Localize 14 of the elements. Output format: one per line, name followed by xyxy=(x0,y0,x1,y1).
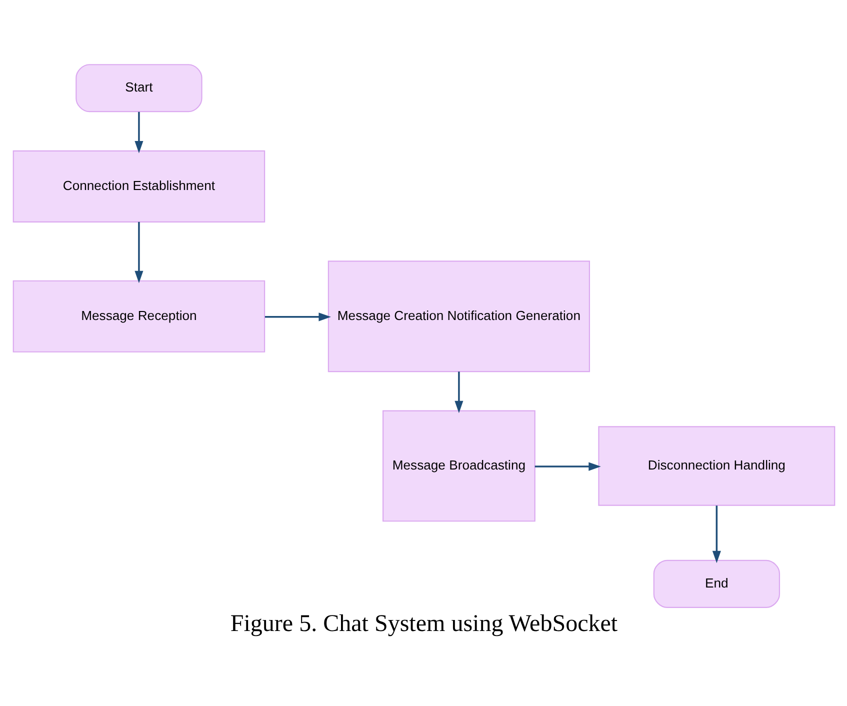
node-box: Message Creation Notification Generation xyxy=(327,260,590,372)
arrow xyxy=(454,371,463,413)
node-box: Message Reception xyxy=(12,280,265,352)
arrow xyxy=(134,111,143,153)
node-box: Disconnection Handling xyxy=(598,426,835,506)
arrow xyxy=(534,462,600,470)
arrow xyxy=(264,312,330,321)
node-box: End xyxy=(652,559,780,608)
caption: Figure 5. Chat System using WebSocket xyxy=(230,610,618,637)
arrow xyxy=(134,221,143,283)
arrow xyxy=(712,505,720,563)
node-box: Message Broadcasting xyxy=(382,410,535,522)
node-box: Start xyxy=(75,64,202,112)
node-box: Connection Establishment xyxy=(12,150,265,222)
